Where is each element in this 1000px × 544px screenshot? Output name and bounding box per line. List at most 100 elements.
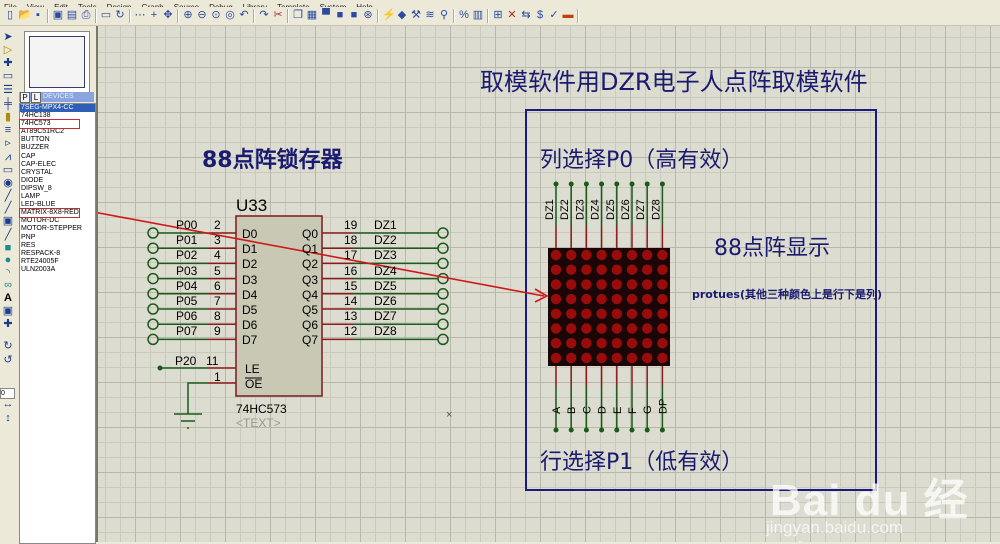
pick-icon[interactable]: ⊛ [363,9,373,21]
wire-label-icon[interactable]: ▭ [2,70,14,82]
device-item[interactable]: CAP-ELEC [21,160,57,168]
menu-library[interactable]: Library [243,4,267,8]
zoom-in-icon[interactable]: ⊕ [183,9,193,21]
path-icon[interactable]: ∞ [4,279,12,291]
menu-system[interactable]: System [320,4,347,8]
area-icon[interactable]: ▭ [100,9,112,21]
new-icon[interactable]: ▯ [6,9,14,21]
device-item[interactable]: BUTTON [21,136,50,144]
device-item[interactable]: MOTOR-DC [21,217,60,225]
device-item[interactable]: 74HC573 [19,119,80,130]
device-item[interactable]: CAP [21,152,36,160]
tape-icon[interactable]: ▭ [2,164,14,176]
device-item[interactable]: RTE24005F [21,257,59,265]
arc-icon[interactable]: ◝ [5,267,11,279]
device-item[interactable]: DIODE [21,176,44,184]
menu-file[interactable]: File [4,4,17,8]
marker-icon[interactable]: ✚ [3,318,13,330]
print-icon[interactable]: ⎙ [81,9,91,21]
virtual-instrument-icon[interactable]: ▣ [2,215,14,227]
block-rotate-icon[interactable]: ■ [350,9,358,21]
device-item[interactable]: 74HC138 [21,112,51,120]
design-explorer-icon[interactable]: ▥ [472,9,484,21]
pan-icon[interactable]: ✥ [163,9,173,21]
erc-icon[interactable]: ✓ [549,9,559,21]
text-script-icon[interactable]: ☰ [3,84,13,96]
component-icon[interactable]: ▷ [3,44,13,56]
menu-design[interactable]: Design [107,4,132,8]
import-icon[interactable]: ▣ [52,9,64,21]
save-icon[interactable]: ▪ [36,9,40,21]
rotate-cw-icon[interactable]: ↻ [3,340,13,352]
chip-reference[interactable]: U33 [236,196,268,215]
device-item[interactable]: AT89C51RC2 [21,128,65,136]
device-item[interactable]: PNP [21,233,36,241]
property-assign-icon[interactable]: % [459,9,469,21]
copy-icon[interactable]: ❐ [293,9,303,21]
search-icon[interactable]: ⚲ [439,9,449,21]
redo-icon[interactable]: ↷ [259,9,269,21]
device-item[interactable]: 7SEG-MPX4-CC [20,104,95,113]
junction-icon[interactable]: ✚ [3,57,13,69]
grid-icon[interactable]: ⋯ [134,9,146,21]
zoom-out-icon[interactable]: ⊖ [197,9,207,21]
paste-icon[interactable]: ▦ [306,9,318,21]
menu-graph[interactable]: Graph [141,4,163,8]
menu-template[interactable]: Template [277,4,309,8]
mirror-x-icon[interactable]: ↔ [2,398,14,410]
text-icon[interactable]: A [4,292,12,304]
menu-edit[interactable]: Edit [54,4,68,8]
select-icon[interactable]: ➤ [3,31,13,43]
library-manager-button[interactable]: L [31,92,41,103]
device-item[interactable]: RESPACK-8 [21,249,61,257]
device-item[interactable]: MOTOR-STEPPER [21,225,82,233]
block-copy-icon[interactable]: ▀ [322,9,330,21]
device-item[interactable]: CRYSTAL [21,168,53,176]
wire-autorouter-icon[interactable]: ≋ [425,9,435,21]
mirror-y-icon[interactable]: ↕ [5,412,11,424]
make-device-icon[interactable]: ⚡ [382,9,396,21]
menu-view[interactable]: View [27,4,44,8]
menu-help[interactable]: Help [356,4,372,8]
device-item[interactable]: BUZZER [21,144,49,152]
generator-icon[interactable]: ◉ [3,177,13,189]
circle-icon[interactable]: ● [4,254,12,266]
cut-icon[interactable]: ✂ [273,9,283,21]
new-sheet-icon[interactable]: ⊞ [493,9,503,21]
menu-tools[interactable]: Tools [78,4,97,8]
device-item[interactable]: MATRIX-8X8-RED [19,208,80,219]
bus-icon[interactable]: ╪ [4,98,12,110]
goto-sheet-icon[interactable]: ⇆ [521,9,531,21]
symbol-icon[interactable]: ▣ [2,305,14,317]
export-icon[interactable]: ▤ [66,9,78,21]
pick-devices-button[interactable]: P [20,92,30,103]
device-item[interactable]: ULN2003A [21,265,56,273]
line-icon[interactable]: ╱ [4,229,12,241]
device-item[interactable]: DIPSW_8 [21,184,52,192]
box-icon[interactable]: ■ [4,242,12,254]
origin-icon[interactable]: + [150,9,158,21]
undo-icon[interactable]: ↶ [239,9,249,21]
terminal-icon[interactable]: ≡ [4,124,12,136]
menu-debug[interactable]: Debug [209,4,233,8]
refresh-icon[interactable]: ↻ [115,9,125,21]
subcircuit-icon[interactable]: ▮ [4,111,12,123]
device-item[interactable]: RES [21,241,36,249]
rotation-angle-field[interactable] [0,388,15,399]
packaging-icon[interactable]: ◆ [397,9,407,21]
device-item[interactable]: LAMP [21,193,41,201]
block-move-icon[interactable]: ■ [336,9,344,21]
current-probe-icon[interactable]: ╱ [4,202,12,214]
device-item[interactable]: LED-BLUE [21,201,56,209]
voltage-probe-icon[interactable]: ╱ [4,190,12,202]
menu-source[interactable]: Source [174,4,199,8]
zoom-area-icon[interactable]: ◎ [225,9,235,21]
netlist-to-ares-icon[interactable]: ▬ [562,9,574,21]
zoom-all-icon[interactable]: ⊙ [211,9,221,21]
remove-sheet-icon[interactable]: ✕ [507,9,517,21]
device-pin-icon[interactable]: ▹ [5,137,11,149]
bom-icon[interactable]: $ [536,9,544,21]
overview-window[interactable] [24,31,90,93]
